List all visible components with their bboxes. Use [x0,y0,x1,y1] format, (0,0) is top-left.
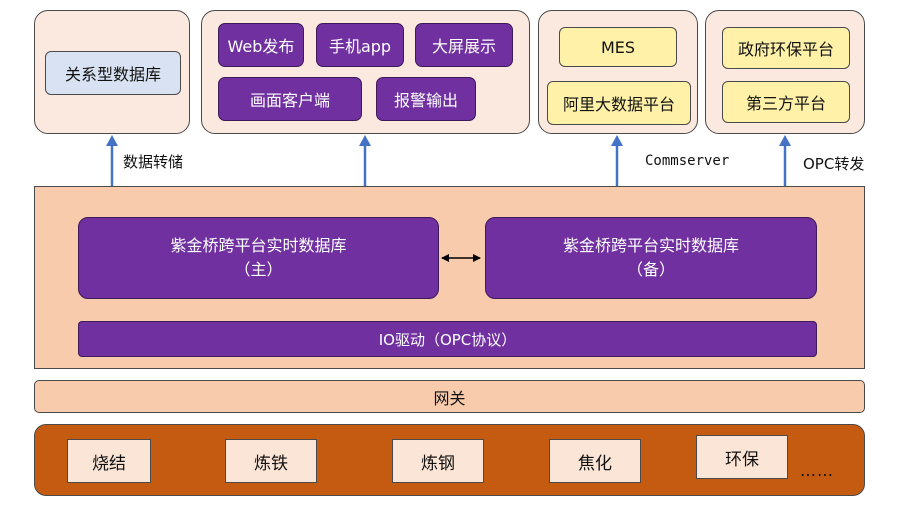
ironmaking-box: 炼铁 [225,439,317,483]
gov-panel: 政府环保平台 第三方平台 [705,10,865,134]
third-platform-box: 第三方平台 [722,81,850,123]
data-store-label: 数据转储 [123,153,184,171]
web-publish-label: Web发布 [227,37,295,56]
ali-bigdata-box: 阿里大数据平台 [547,81,691,125]
sintering-box: 烧结 [67,439,151,483]
commserver-label: Commserver [645,153,730,169]
big-screen-box: 大屏展示 [415,23,513,67]
third-party-panel: MES 阿里大数据平台 [538,10,698,134]
relational-db-panel: 关系型数据库 [34,10,190,134]
env-protection-label: 环保 [725,449,759,470]
db-backup-role: （备） [626,260,675,279]
coking-label: 焦化 [578,453,612,474]
screen-client-label: 画面客户端 [249,91,330,110]
sintering-label: 烧结 [92,453,126,474]
arrow-to-relational-db [106,135,118,186]
mobile-app-box: 手机app [316,23,404,67]
gov-env-box: 政府环保平台 [722,27,850,69]
arrow-to-clients [359,135,371,186]
steelmaking-label: 炼钢 [421,453,455,474]
db-backup-box: 紫金桥跨平台实时数据库 （备） [485,217,817,299]
relational-db-box: 关系型数据库 [45,51,181,95]
arrow-to-third-party [611,135,623,186]
clients-panel: Web发布 手机app 大屏展示 画面客户端 报警输出 [201,10,530,134]
alarm-output-box: 报警输出 [376,77,476,121]
opc-forward-label: OPC转发 [803,155,865,173]
realtime-db-layer: 紫金桥跨平台实时数据库 （主） 紫金桥跨平台实时数据库 （备） IO驱动（OPC… [34,186,865,369]
web-publish-box: Web发布 [218,23,304,67]
screen-client-box: 画面客户端 [218,77,362,121]
mobile-app-label: 手机app [328,37,392,56]
steelmaking-box: 炼钢 [392,439,484,483]
gateway-label: 网关 [433,388,466,408]
ironmaking-label: 炼铁 [254,453,288,474]
db-primary-box: 紫金桥跨平台实时数据库 （主） [78,217,439,299]
ali-bigdata-label: 阿里大数据平台 [562,95,675,114]
relational-db-label: 关系型数据库 [64,65,161,84]
big-screen-label: 大屏展示 [431,37,496,56]
env-protection-box: 环保 [696,435,788,479]
more-ellipsis: …… [800,461,834,480]
io-driver-bar: IO驱动（OPC协议） [78,321,817,357]
third-platform-label: 第三方平台 [745,94,826,113]
arrow-to-gov [779,135,791,186]
io-driver-label: IO驱动（OPC协议） [378,330,517,349]
gateway-bar: 网关 [34,380,865,413]
production-line-panel: 烧结 炼铁 炼钢 焦化 环保 …… [34,424,865,496]
mes-box: MES [559,27,677,67]
coking-box: 焦化 [549,439,641,483]
db-primary-title: 紫金桥跨平台实时数据库 [170,236,347,255]
db-primary-role: （主） [234,260,283,279]
alarm-output-label: 报警输出 [393,91,458,110]
gov-env-label: 政府环保平台 [737,40,834,59]
db-backup-title: 紫金桥跨平台实时数据库 [562,236,739,255]
mes-label: MES [600,37,636,57]
